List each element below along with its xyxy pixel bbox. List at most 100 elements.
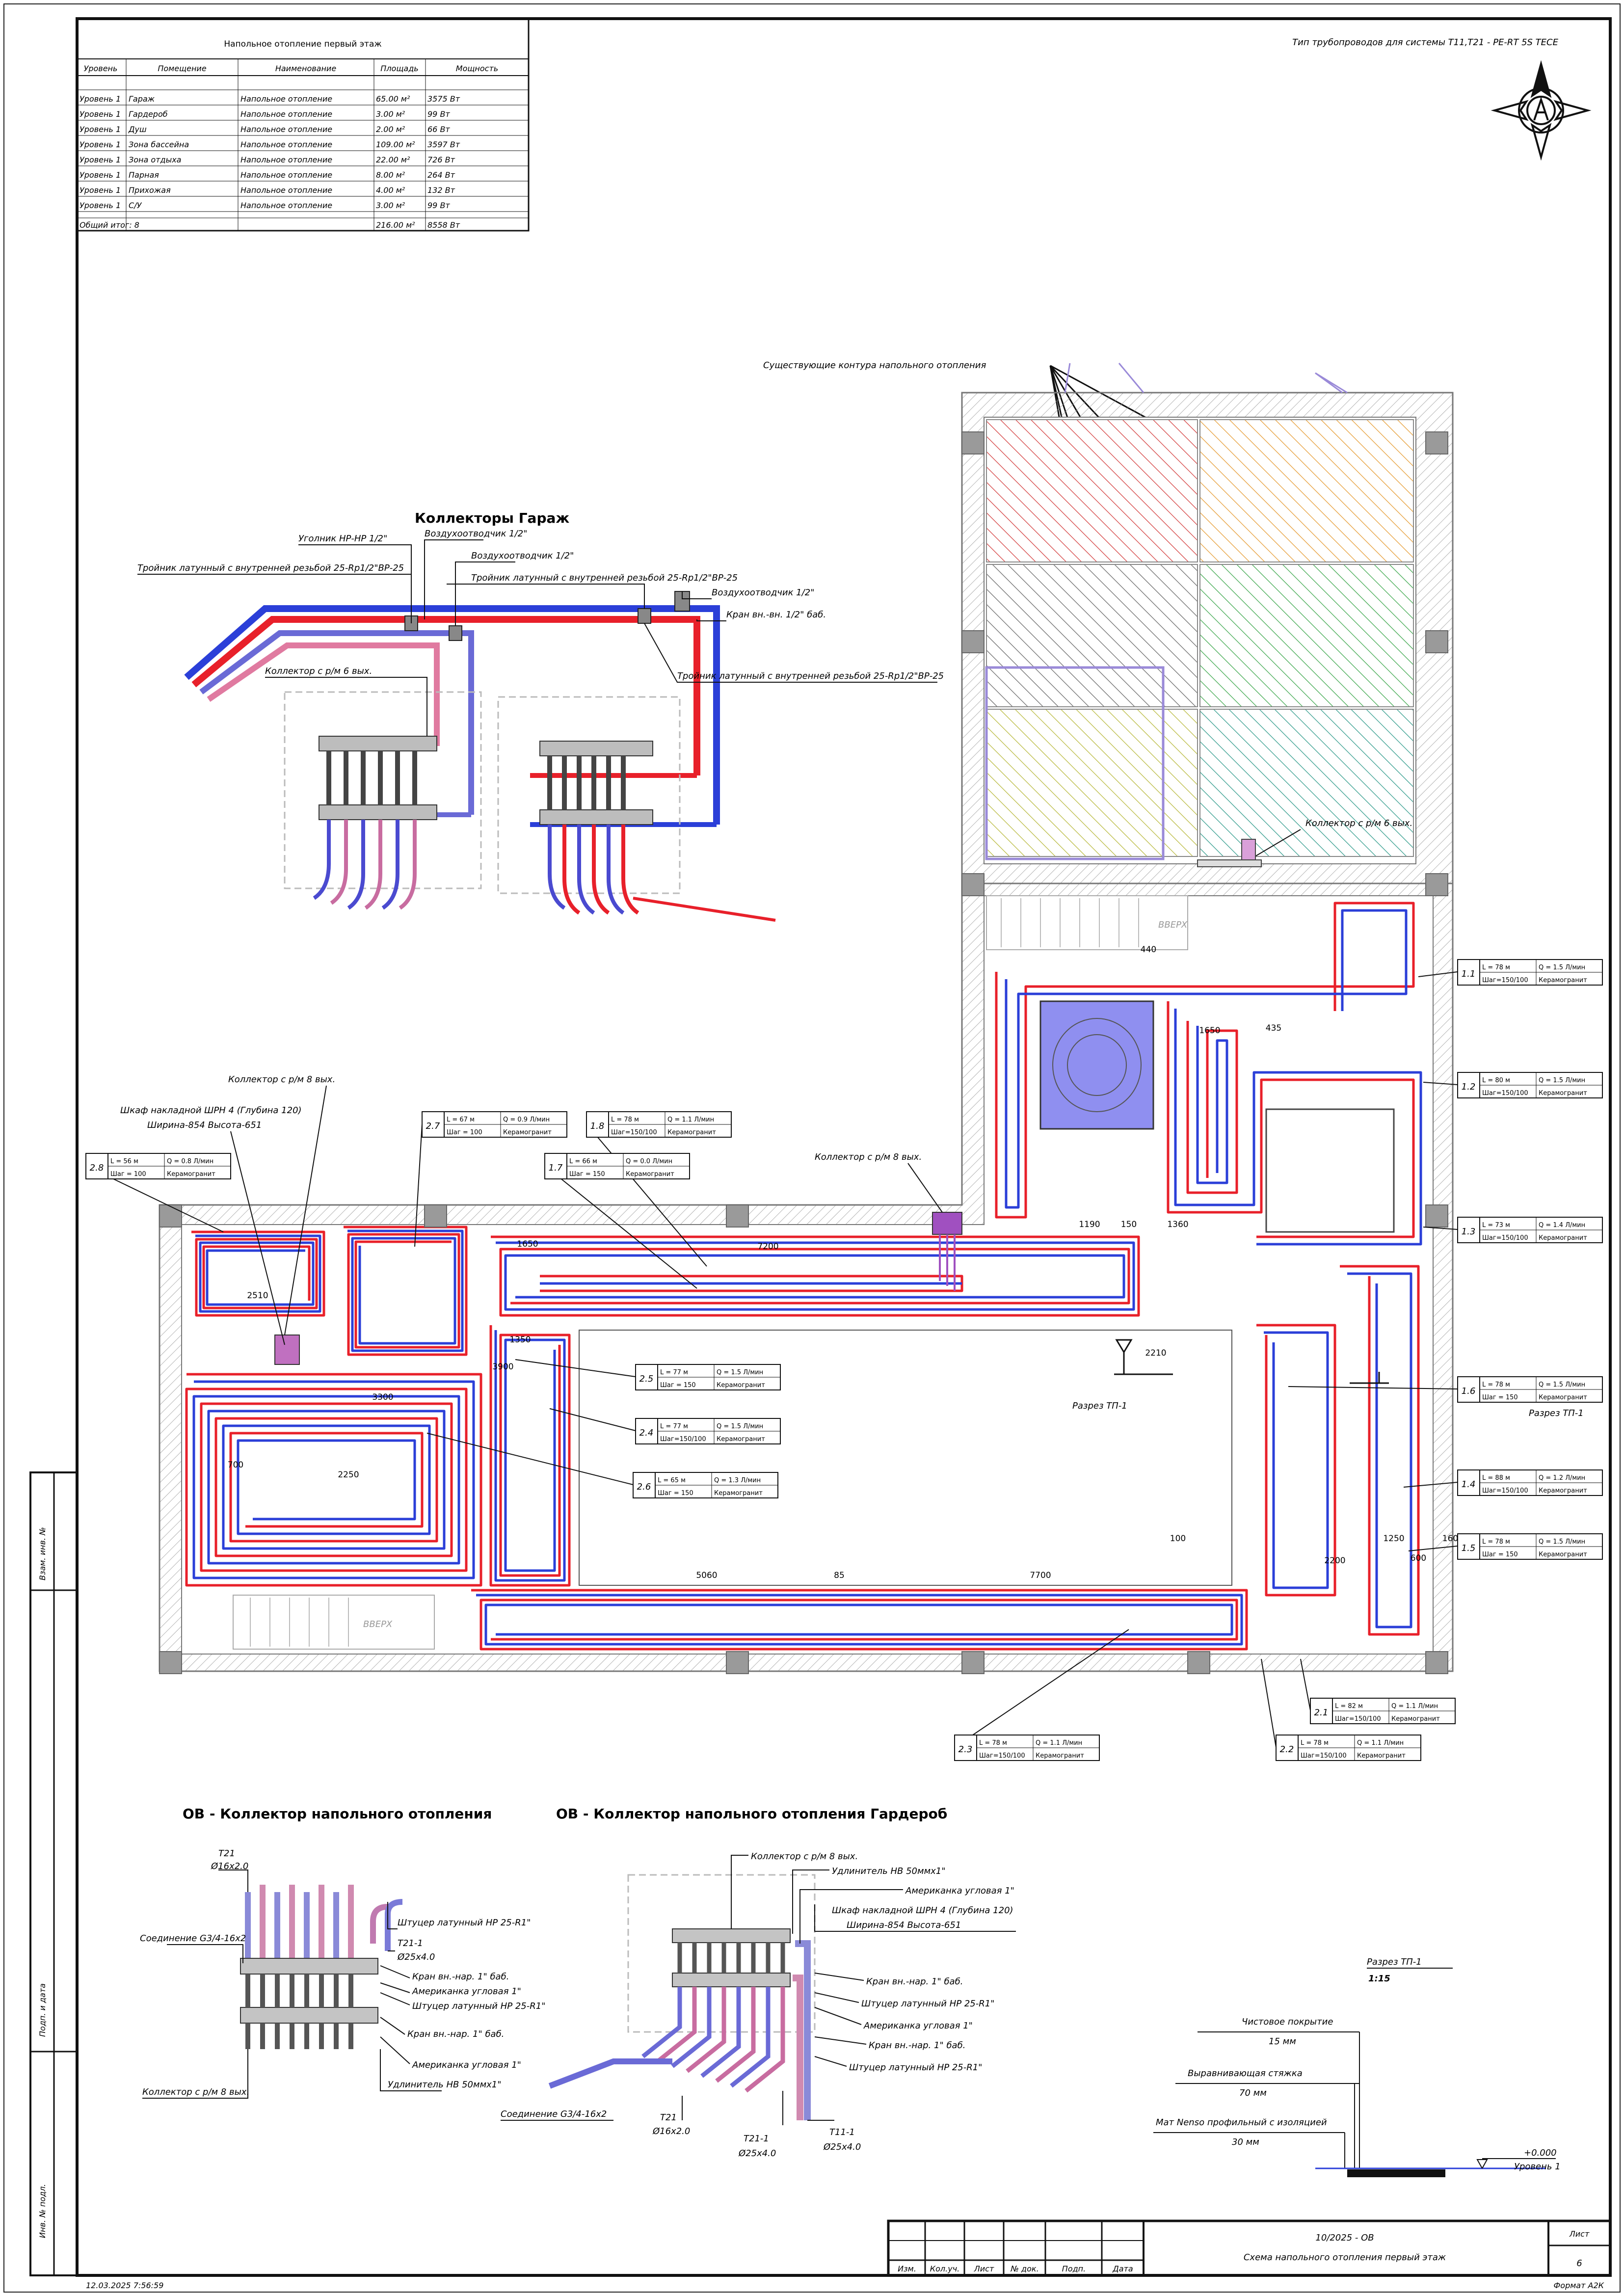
loop-id: 2.5	[639, 1374, 654, 1384]
loop-finish: Керамогранит	[1539, 1394, 1587, 1401]
loop-flow: Q = 1.5 Л/мин	[1539, 1381, 1585, 1388]
manifold-block: ОВ - Коллектор напольного отопления	[140, 1806, 545, 2099]
dimension-label: 700	[228, 1460, 243, 1470]
side-stamp-replace: Взам. инв. №	[38, 1527, 47, 1580]
wardrobe-block: ОВ - Коллектор напольного отопления Гард…	[501, 1806, 1016, 2159]
loop-finish: Керамогранит	[717, 1382, 765, 1389]
stamp-sheet-label: Лист	[1569, 2229, 1590, 2239]
room-table-header-level: Уровень	[84, 64, 118, 73]
loop-step: Шаг = 150	[658, 1490, 693, 1497]
manifold-label-manifold-8: Коллектор с р/м 8 вых.	[142, 2087, 249, 2097]
loop-label-leader	[549, 1408, 636, 1431]
dimension-label: 3900	[492, 1362, 513, 1372]
manifold-label-union-2: Американка угловая 1"	[412, 2060, 521, 2070]
existing-loops-label: Существующие контура напольного отоплени…	[763, 360, 986, 371]
loop-id: 1.6	[1462, 1386, 1476, 1396]
room-table-cell: 3.00 м²	[376, 109, 405, 119]
existing-zone-teal	[1199, 709, 1414, 857]
manifold-6-top-label: Коллектор с р/м 6 вых.	[1305, 818, 1412, 828]
loop-length: L = 80 м	[1482, 1077, 1510, 1084]
section-layer-3-name: Мат Nenso профильный с изоляцией	[1156, 2117, 1327, 2128]
wardrobe-label-t11-1-size: Ø25х4.0	[823, 2142, 861, 2152]
dimension-label: 100	[1170, 1534, 1186, 1544]
garage-label-air-vent-2: Воздухоотводчик 1/2"	[471, 551, 574, 561]
wardrobe-label-t21-1-size: Ø25х4.0	[738, 2148, 776, 2159]
pool	[1039, 1000, 1154, 1130]
garage-label-air-vent-1: Воздухоотводчик 1/2"	[425, 529, 527, 539]
loop-step: Шаг=150/100	[1482, 977, 1528, 984]
room-table-cell: Уровень 1	[80, 109, 121, 119]
loop-id: 1.3	[1462, 1227, 1476, 1237]
manifold-label-t21-size: Ø16х2.0	[211, 1861, 248, 1871]
loop-label-leader	[1423, 1227, 1458, 1230]
loop-flow: Q = 0.9 Л/мин	[503, 1116, 550, 1123]
stamp-col-date: Дата	[1112, 2264, 1133, 2273]
loop-step: Шаг=150/100	[1482, 1487, 1528, 1495]
room-table-cell: Гараж	[129, 94, 155, 104]
garage-manifolds: Коллекторы Гараж	[137, 510, 944, 922]
section-level-name: Уровень 1	[1514, 2162, 1561, 2172]
room-table-cell: Напольное отопление	[240, 155, 332, 164]
room-table-cell: Зона отдыха	[129, 155, 181, 164]
footer-format: Формат А2К	[1554, 2281, 1604, 2290]
loop-length: L = 77 м	[660, 1423, 688, 1430]
room-table-cell: Гардероб	[129, 109, 168, 119]
loop-step: Шаг = 100	[110, 1171, 146, 1178]
loop-id: 1.7	[549, 1163, 563, 1173]
garage-label-tee-3: Тройник латунный с внутренней резьбой 25…	[677, 671, 944, 681]
loop-length: L = 73 м	[1482, 1222, 1510, 1229]
stamp-col-count: Кол.уч.	[930, 2264, 959, 2273]
wardrobe-label-t21-1: Т21-1	[744, 2134, 769, 2144]
wardrobe-label-t21: Т21	[660, 2112, 677, 2123]
loop-length: L = 67 м	[447, 1116, 475, 1123]
side-stamp-inventory: Инв. № подл.	[38, 2184, 47, 2238]
room-table-cell: 4.00 м²	[376, 186, 405, 195]
dimension-label: 2200	[1324, 1556, 1345, 1566]
manifold-label-union-1: Американка угловая 1"	[412, 1986, 521, 1997]
dimension-label: 1650	[517, 1239, 538, 1249]
manifold-label-t21: Т21	[218, 1848, 235, 1859]
loop-finish: Керамогранит	[1036, 1752, 1084, 1760]
loop-flow: Q = 1.5 Л/мин	[1539, 1538, 1585, 1546]
loop-id: 2.6	[637, 1482, 651, 1492]
section-layer-2-name: Выравнивающая стяжка	[1188, 2068, 1303, 2079]
stamp-code: 10/2025 - ОВ	[1315, 2233, 1374, 2243]
dimension-label: 160	[1442, 1534, 1458, 1544]
room-table-cell: 65.00 м²	[376, 94, 410, 104]
plan-cabinet-line1: Шкаф накладной ШРН 4 (Глубина 120)	[120, 1105, 302, 1116]
garage-label-air-vent-3: Воздухоотводчик 1/2"	[712, 587, 814, 598]
wardrobe-label-extender: Удлинитель НВ 50ммх1"	[832, 1866, 946, 1876]
dimension-label: 150	[1121, 1220, 1137, 1229]
wardrobe-label-union-2: Американка угловая 1"	[863, 2021, 973, 2031]
plan-manifold-8-mid-label: Коллектор с р/м 8 вых.	[815, 1152, 922, 1162]
loop-flow: Q = 1.5 Л/мин	[717, 1423, 763, 1430]
loop-flow: Q = 1.1 Л/мин	[1357, 1739, 1404, 1747]
loop-label-leader	[586, 1123, 707, 1267]
loop-id: 2.1	[1314, 1708, 1329, 1718]
wardrobe-label-manifold-8: Коллектор с р/м 8 вых.	[751, 1851, 858, 1862]
room-table-title: Напольное отопление первый этаж	[224, 39, 381, 49]
section-mark	[1114, 1339, 1389, 1384]
dimension-label: 85	[834, 1571, 845, 1580]
dimension-label: 1190	[1079, 1220, 1100, 1229]
room-table-cell: Уровень 1	[80, 125, 121, 134]
garage-label-tee-1: Тройник латунный с внутренней резьбой 25…	[137, 563, 404, 573]
room-table-cell: Напольное отопление	[240, 186, 332, 195]
loop-step: Шаг=150/100	[979, 1752, 1025, 1760]
loop-label-leader	[414, 1123, 423, 1247]
loop-finish: Керамогранит	[1539, 977, 1587, 984]
loop-finish: Керамогранит	[167, 1171, 215, 1178]
manifold-block-heading: ОВ - Коллектор напольного отопления	[183, 1806, 492, 1822]
plan-manifold-8-left-label: Коллектор с р/м 8 вых.	[228, 1074, 335, 1085]
loop-id: 1.2	[1462, 1082, 1476, 1092]
loop-step: Шаг=150/100	[611, 1129, 657, 1136]
garage-label-elbow: Уголник НР-НР 1/2"	[298, 534, 387, 544]
